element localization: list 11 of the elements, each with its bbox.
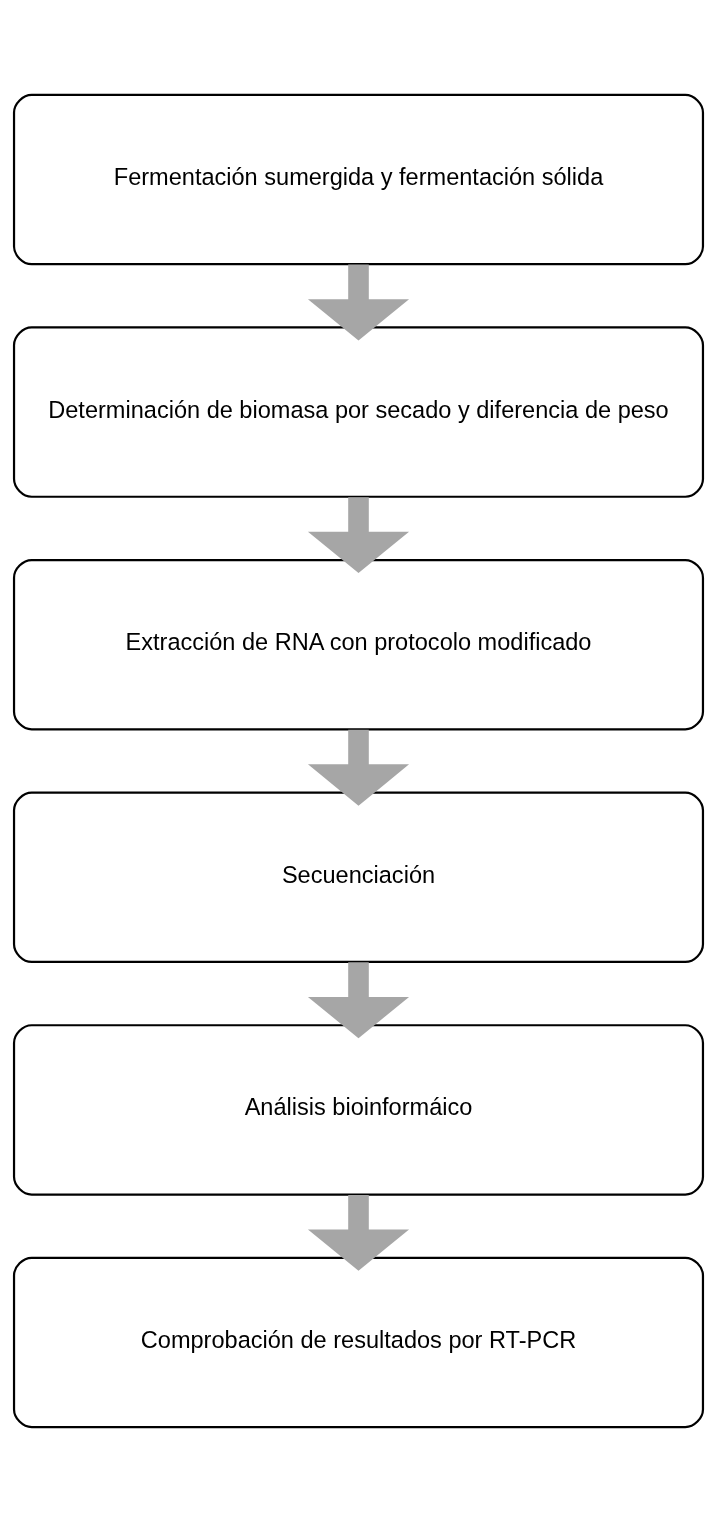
node-box: Secuenciación	[12, 791, 705, 963]
node-box: Análisis bioinformáico	[12, 1023, 705, 1196]
arrow	[307, 729, 410, 806]
arrow	[307, 961, 410, 1038]
node-box: Fermentación sumergida y fermentación sólida	[12, 93, 705, 265]
arrow	[307, 264, 410, 340]
arrow	[307, 1194, 410, 1271]
arrow	[307, 496, 410, 573]
node-box: Extracción de RNA con protocolo modificado	[12, 558, 705, 730]
node-box: Comprobación de resultados por RT-PCR	[12, 1256, 705, 1428]
node-box: Determinación de biomasa por secado y diferencia de peso	[12, 325, 705, 498]
